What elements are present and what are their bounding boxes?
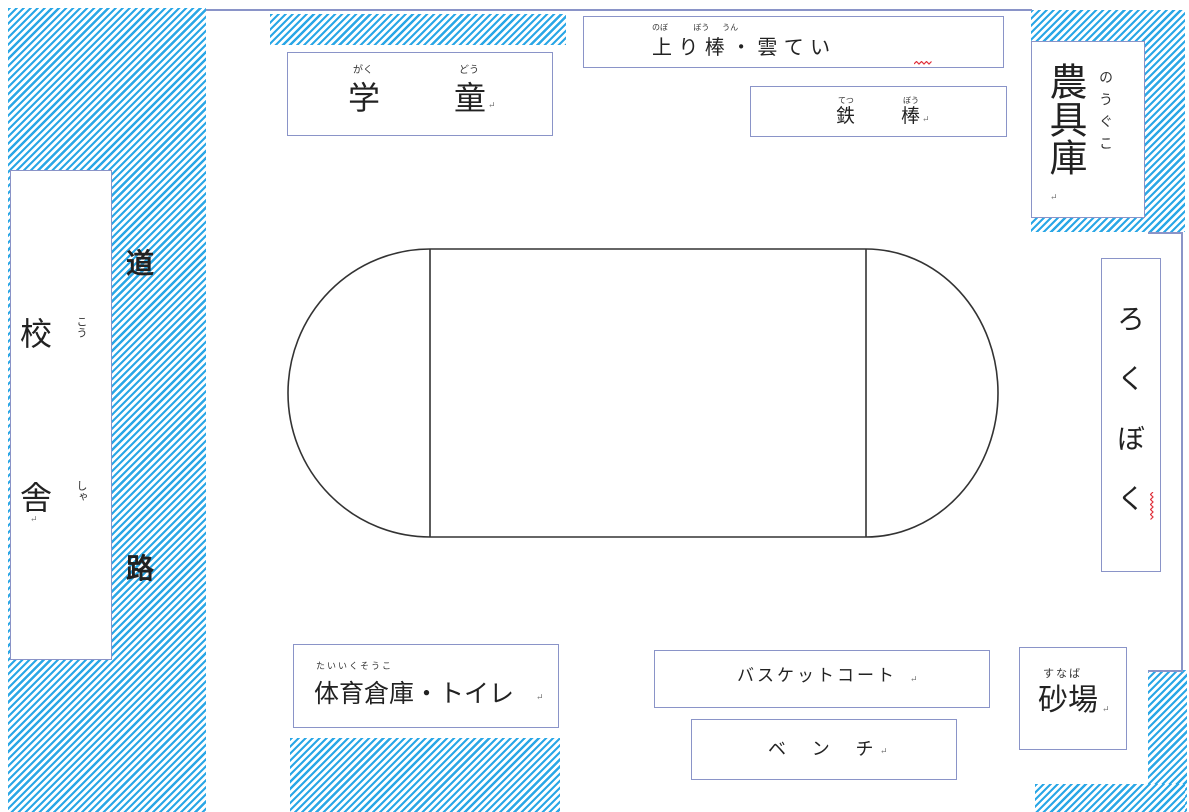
bench-label: ベ ン チ: [768, 739, 884, 760]
tool-shed-box: [1031, 41, 1145, 218]
basketball-court-label: バスケットコート: [737, 666, 897, 686]
return-mark: ↵: [1050, 193, 1058, 203]
iron-bar-kanji-2: 棒: [901, 105, 921, 127]
iron-bar-ruby-2: ぼう: [903, 96, 919, 105]
tool-shed-kanji: 農具庫: [1043, 62, 1087, 176]
gakudou-kanji-1: 学: [348, 79, 381, 117]
tool-shed-ruby: のうぐこ: [1097, 70, 1113, 158]
right-boundary-step-bottom: [1148, 670, 1182, 672]
sandbox-ruby: すなば: [1043, 667, 1082, 680]
school-building-ruby-1: こう: [75, 316, 88, 338]
road-kanji-2: 路: [126, 552, 155, 585]
spelling-squiggle: [914, 61, 932, 65]
gym-storage-toilet-box: [293, 644, 559, 728]
iron-bar-ruby-1: てつ: [838, 96, 854, 105]
gakudou-box: [287, 52, 553, 136]
gakudou-ruby-1: がく: [353, 65, 373, 76]
bottom-hatched-strip: [290, 738, 560, 812]
return-mark: ↵: [922, 115, 930, 125]
top-hatched-strip: [270, 14, 566, 45]
spelling-squiggle: [1150, 492, 1154, 520]
return-mark: ↵: [880, 747, 888, 757]
gakudou-ruby-2: どう: [459, 65, 479, 76]
right-boundary-step: [1148, 232, 1182, 234]
school-building-box: [10, 170, 112, 660]
top-boundary-line: [206, 9, 1032, 11]
road-kanji-1: 道: [126, 247, 155, 280]
gakudou-kanji-2: 童: [454, 79, 487, 117]
climbing-pole-ruby: のぼ ぼう うん: [652, 23, 739, 32]
sandbox-box: [1019, 647, 1127, 750]
return-mark: ↵: [1102, 705, 1110, 715]
school-building-ruby-2: しゃ: [75, 480, 88, 502]
climbing-pole-monkey-bars-box: [583, 16, 1004, 68]
climbing-pole-label: 上 り 棒 ・ 雲 て い: [652, 35, 831, 59]
school-building-kanji-1: 校: [20, 315, 53, 353]
return-mark: ↵: [488, 101, 496, 111]
bottom-right-hatched-strip: [1035, 784, 1185, 812]
iron-bar-box: [750, 86, 1007, 137]
gym-storage-ruby: たいいくそうこ: [316, 662, 394, 672]
gym-storage-toilet-label: 体育倉庫・トイレ: [314, 679, 515, 708]
iron-bar-kanji-1: 鉄: [836, 105, 856, 127]
return-mark: ↵: [910, 675, 918, 685]
rokuboku-label: ろくぼく: [1113, 304, 1146, 544]
return-mark: ↵: [30, 515, 38, 525]
return-mark: ↵: [536, 693, 544, 703]
right-boundary-line: [1181, 232, 1183, 672]
school-building-kanji-2: 舎: [20, 479, 53, 517]
bench-box: [691, 719, 957, 780]
sandbox-kanji: 砂場: [1038, 683, 1098, 718]
basketball-court-box: [654, 650, 990, 708]
